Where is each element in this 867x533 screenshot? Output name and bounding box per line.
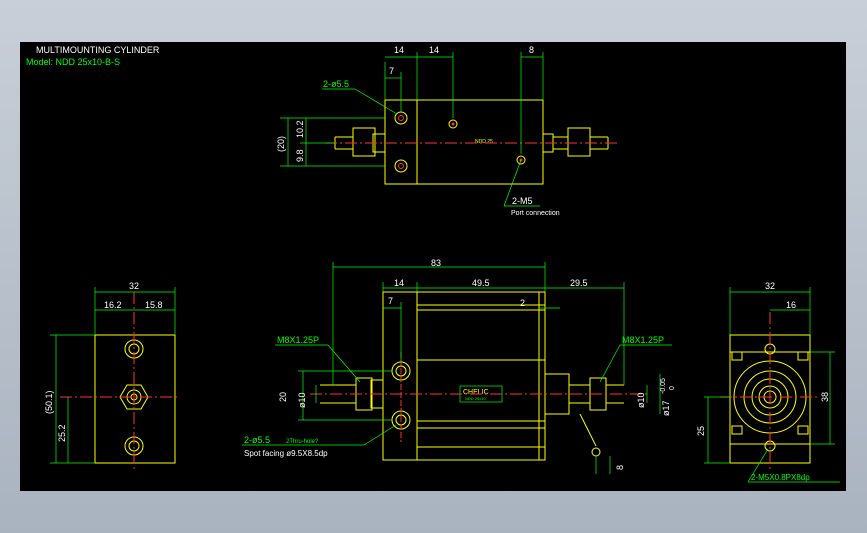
top-view-body bbox=[384, 99, 544, 185]
right-dim-32: 32 bbox=[765, 281, 775, 291]
front-tol-upper: -0.05 bbox=[660, 378, 667, 394]
front-dim-17: ø17 bbox=[661, 400, 671, 416]
right-dim-38: 38 bbox=[820, 392, 830, 402]
model-label: Model: NDD 25x10-B-S bbox=[26, 57, 120, 67]
right-dim-16: 16 bbox=[786, 300, 796, 310]
cad-drawing-canvas: MULTIMOUNTING CYLINDER Model: NDD 25x10-… bbox=[20, 42, 846, 491]
spot-facing-label: Spot facing ø9.5X8.5dp bbox=[244, 449, 328, 458]
brand-sub: NDD 25x10 bbox=[465, 396, 486, 401]
right-dim-25: 25 bbox=[696, 426, 706, 436]
left-dim-16-2: 16.2 bbox=[104, 300, 122, 310]
front-dim-49-5: 49.5 bbox=[472, 278, 490, 288]
front-dim-20: 20 bbox=[278, 392, 288, 402]
top-hole-2 bbox=[394, 159, 408, 173]
right-thread-label: 2-M5X0.8PX8dp bbox=[751, 473, 810, 482]
left-dim-25-2: 25.2 bbox=[57, 424, 67, 442]
top-dim-20: (20) bbox=[276, 136, 286, 152]
drawing-title: MULTIMOUNTING CYLINDER bbox=[36, 45, 160, 55]
cad-drawing: MULTIMOUNTING CYLINDER Model: NDD 25x10-… bbox=[26, 45, 840, 483]
top-port-2 bbox=[516, 155, 526, 165]
top-port-sub: Port connection bbox=[511, 210, 560, 217]
left-dim-15-8: 15.8 bbox=[145, 300, 163, 310]
front-view-body bbox=[382, 291, 546, 461]
top-holes-label: 2-ø5.5 bbox=[323, 79, 349, 89]
top-dim-14a: 14 bbox=[394, 45, 404, 55]
front-view: CHELIC NDD 25x10 8 83 14 49.5 29.5 7 2 2… bbox=[242, 258, 676, 474]
front-dim-rod-left: ø10 bbox=[297, 392, 307, 408]
top-dim-14b: 14 bbox=[429, 45, 439, 55]
top-dim-10-2: 10.2 bbox=[295, 120, 305, 138]
front-dim-rod-right: ø10 bbox=[636, 392, 646, 408]
top-dim-7: 7 bbox=[389, 66, 394, 76]
left-view-body bbox=[94, 334, 176, 464]
front-dim-2: 2 bbox=[520, 298, 525, 308]
brand-mark: CHELIC bbox=[463, 389, 489, 396]
top-dim-9-8: 9.8 bbox=[295, 149, 305, 162]
left-dim-32: 32 bbox=[129, 281, 139, 291]
front-dim-29-5: 29.5 bbox=[570, 278, 588, 288]
front-dim-83: 83 bbox=[431, 258, 441, 268]
thread-right-label: M8X1.25P bbox=[622, 335, 664, 345]
top-port-label: 2-M5 bbox=[512, 196, 533, 206]
thread-left-label: M8X1.25P bbox=[277, 335, 319, 345]
top-dim-8: 8 bbox=[529, 45, 534, 55]
right-view: 32 16 38 25 2-M5X0.8PX8dp bbox=[696, 281, 840, 483]
front-holes-label: 2-ø5.5 bbox=[244, 435, 270, 445]
top-view: NDD 25 14 14 8 7 (20) 10.2 9.8 2-ø5.5 2-… bbox=[276, 45, 620, 217]
left-dim-50-1: (50.1) bbox=[44, 390, 54, 414]
front-dim-14: 14 bbox=[394, 278, 404, 288]
top-port-1 bbox=[448, 119, 458, 129]
front-dim-7: 7 bbox=[388, 296, 393, 306]
front-holes-sub: 2Thru-hole? bbox=[286, 439, 319, 445]
front-dim-8: 8 bbox=[615, 465, 625, 470]
top-body-mark: NDD 25 bbox=[475, 139, 493, 145]
left-view: 32 16.2 15.8 (50.1) 25.2 bbox=[44, 281, 180, 470]
front-tol-lower: 0 bbox=[669, 386, 676, 390]
